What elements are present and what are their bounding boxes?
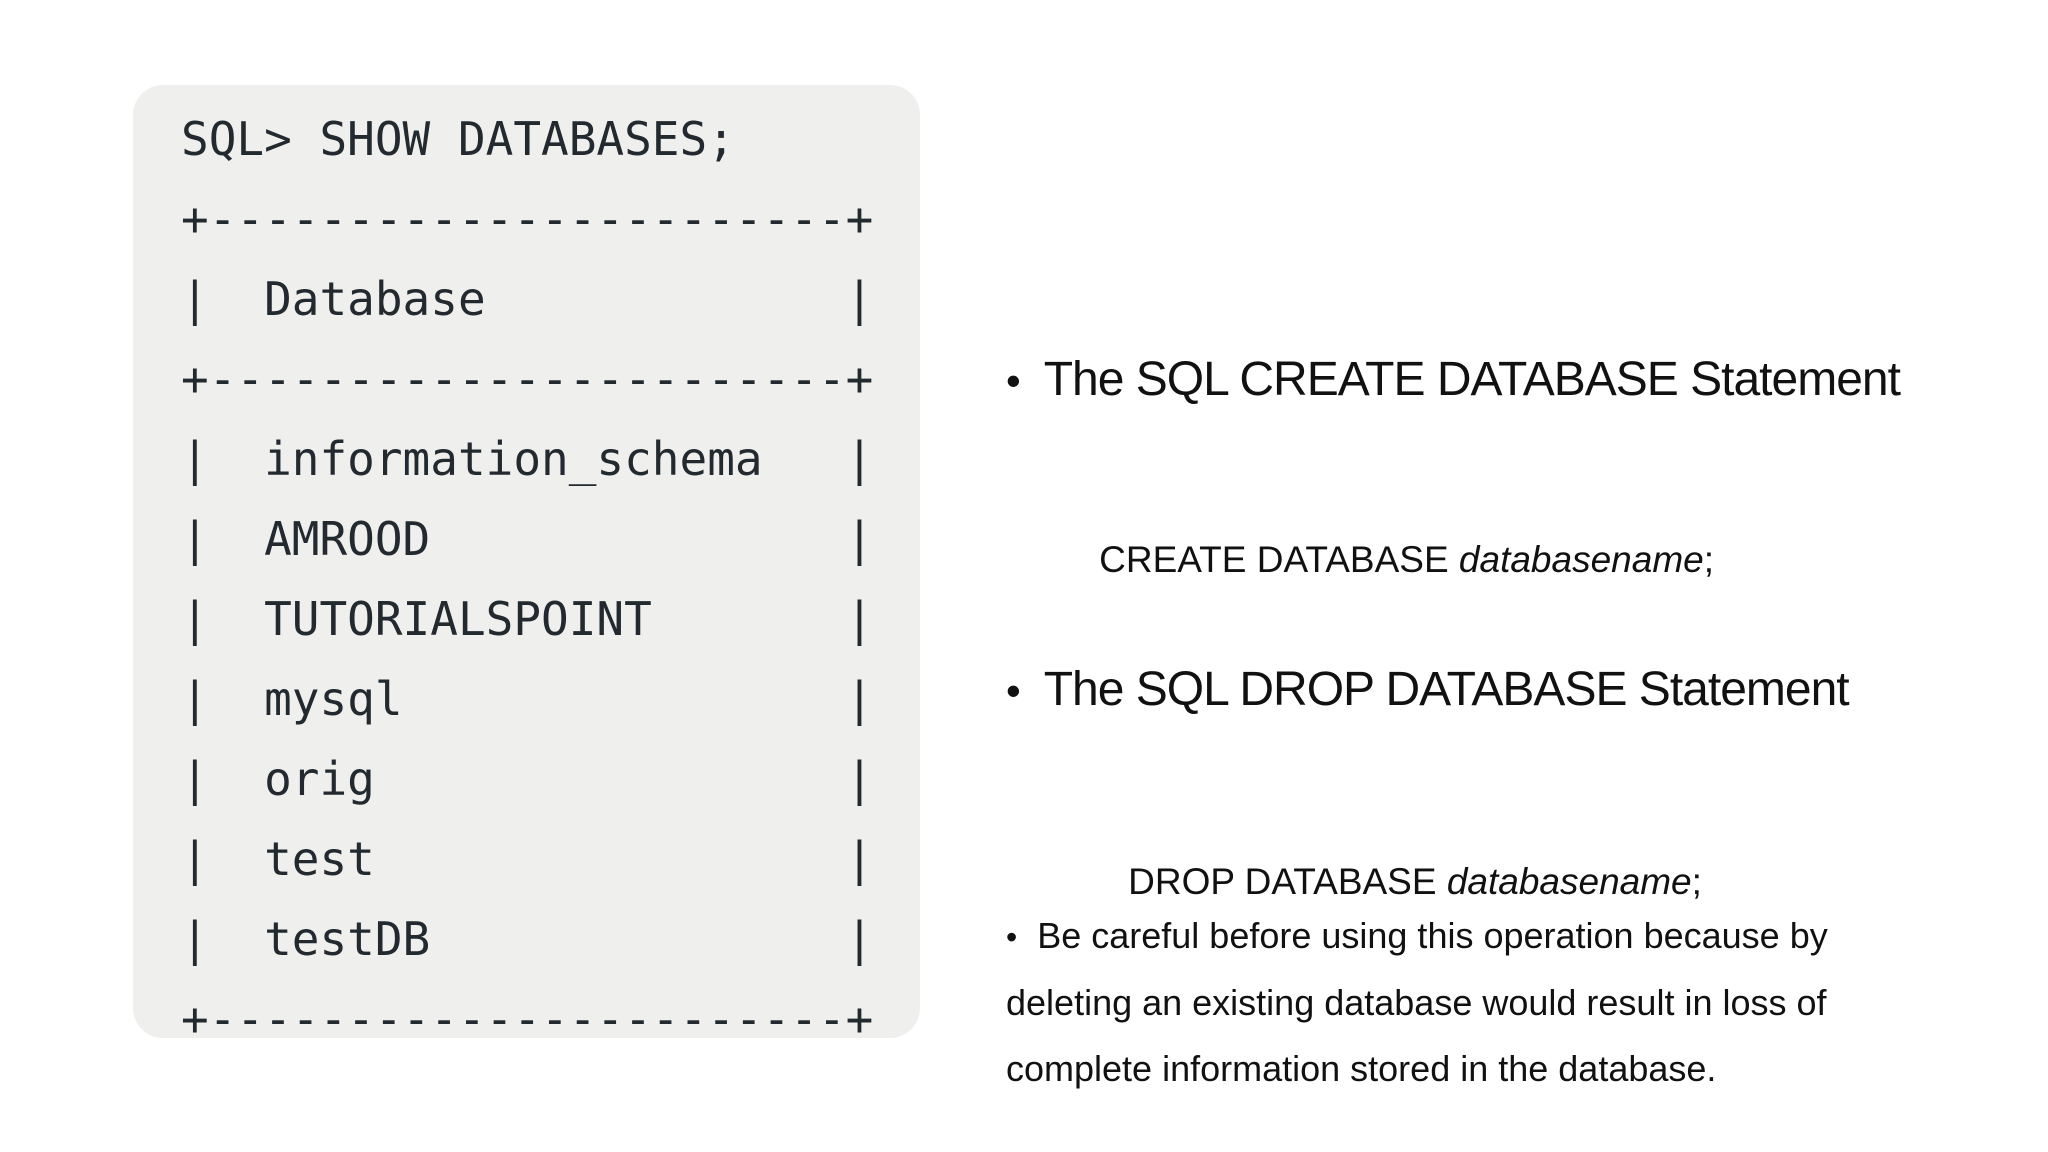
drop-syntax-prefix: DROP DATABASE — [1128, 861, 1447, 902]
create-statement-heading: • The SQL CREATE DATABASE Statement — [1006, 352, 1901, 407]
bullet-marker: • — [1006, 667, 1021, 714]
drop-syntax-suffix: ; — [1691, 861, 1702, 902]
sql-terminal-panel: SQL> SHOW DATABASES; +------------------… — [133, 85, 920, 1038]
create-syntax-suffix: ; — [1703, 539, 1715, 580]
warning-paragraph-text: Be careful before using this operation b… — [1006, 915, 1828, 1089]
warning-paragraph: •Be careful before using this operation … — [1006, 903, 1996, 1102]
drop-syntax-placeholder: databasename — [1446, 861, 1692, 902]
create-syntax-line: CREATE DATABASE databasename; — [1058, 497, 1714, 623]
drop-statement-heading-text: The SQL DROP DATABASE Statement — [1043, 663, 1850, 716]
drop-syntax-line: DROP DATABASE databasename; — [1087, 819, 1702, 945]
sql-terminal-output: SQL> SHOW DATABASES; +------------------… — [181, 112, 874, 1038]
drop-statement-heading: • The SQL DROP DATABASE Statement — [1006, 662, 1850, 717]
bullet-marker: • — [1006, 357, 1021, 404]
bullet-marker: • — [1006, 919, 1018, 955]
create-statement-heading-text: The SQL CREATE DATABASE Statement — [1043, 353, 1901, 406]
create-syntax-prefix: CREATE DATABASE — [1099, 539, 1459, 580]
create-syntax-placeholder: databasename — [1458, 539, 1704, 580]
